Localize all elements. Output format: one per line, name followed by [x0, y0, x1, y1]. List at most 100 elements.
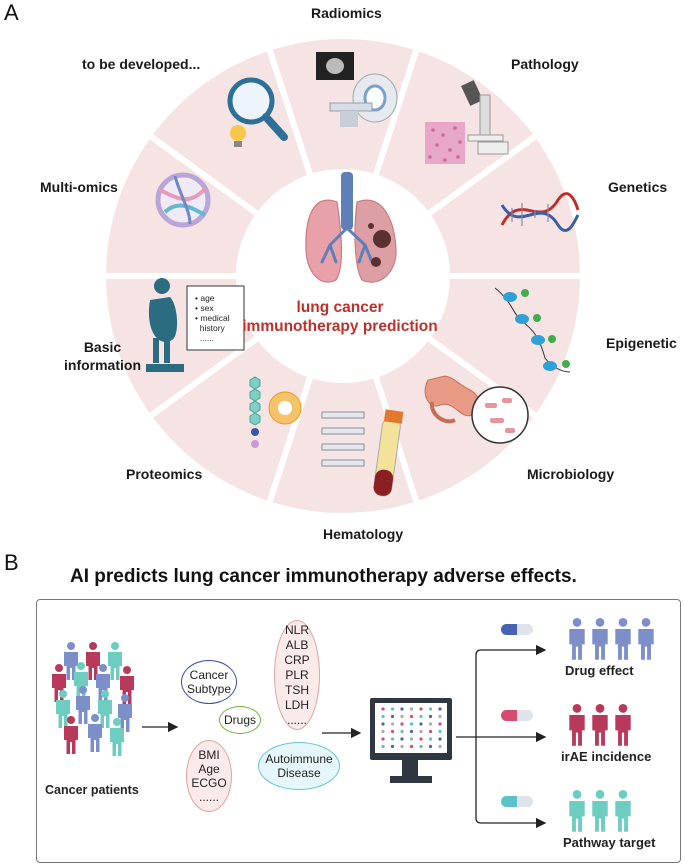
- arrow-to-pathway: [475, 737, 547, 829]
- cancer-subtype-line2: Subtype: [186, 682, 232, 696]
- person-scale-icon: [146, 278, 245, 372]
- network-node: [381, 707, 385, 711]
- drug-effect-figure: [638, 618, 654, 660]
- network-node: [400, 737, 404, 741]
- lab-crp: CRP: [284, 652, 310, 667]
- autoimmune-ellipse: Autoimmune Disease: [258, 742, 340, 790]
- label-basic-line1: Basic: [83, 339, 122, 355]
- clinical-age: Age: [198, 762, 220, 776]
- autoimmune-line2: Disease: [277, 766, 321, 780]
- center-title: lung cancer immunotherapy prediction: [240, 298, 440, 336]
- patient-figure: [118, 694, 132, 732]
- patient-figure: [64, 716, 78, 754]
- clinical-ecgo: ECGO: [191, 776, 227, 790]
- lab-tsh: TSH: [285, 682, 309, 697]
- drugs-label: Drugs: [223, 713, 256, 727]
- network-node: [381, 729, 385, 734]
- center-disc: [240, 173, 446, 379]
- irae-figure: [592, 704, 608, 746]
- label-to-be-developed: to be developed...: [82, 56, 201, 72]
- card-item-history: history: [199, 323, 225, 333]
- pill-blue-icon: [501, 624, 533, 635]
- network-node: [381, 714, 385, 719]
- patients-label: Cancer patients: [45, 783, 139, 797]
- card-item-sex: • sex: [195, 303, 214, 313]
- network-node: [438, 707, 442, 711]
- patient-figure: [56, 690, 70, 728]
- card-item-age: • age: [195, 293, 215, 303]
- network-node: [390, 737, 395, 741]
- lab-nlr: NLR: [284, 622, 309, 637]
- magnifier-icon: [227, 77, 288, 147]
- clinical-ellipse: BMI Age ECGO ......: [186, 740, 232, 812]
- patient-figure: [86, 642, 100, 680]
- patient-figure: [98, 690, 112, 728]
- label-hematology: Hematology: [323, 526, 404, 542]
- network-node: [381, 722, 385, 726]
- drug-effect-figure: [569, 618, 585, 660]
- pill-red-icon: [501, 710, 533, 721]
- arrow-to-drug-effect: [475, 644, 547, 737]
- network-node: [428, 722, 433, 726]
- pathway-figure: [615, 790, 631, 832]
- patient-figure: [88, 714, 102, 752]
- outcome-irae-label: irAE incidence: [561, 749, 652, 764]
- network-node: [390, 729, 395, 734]
- drugs-ellipse: Drugs: [219, 706, 261, 734]
- network-node: [428, 729, 433, 734]
- network-node: [400, 744, 404, 749]
- network-node: [419, 714, 423, 719]
- panel-a-letter: A: [4, 0, 19, 25]
- network-node: [428, 714, 433, 719]
- network-node: [419, 722, 423, 726]
- patient-figure: [108, 642, 122, 680]
- outcome-drug-effect-label: Drug effect: [565, 663, 634, 678]
- radial-wheel: [103, 35, 583, 517]
- nucleosome-icon: [494, 287, 571, 373]
- network-node: [400, 714, 404, 719]
- label-epigenetic: Epigenetic: [606, 335, 677, 351]
- outcome-pathway-label: Pathway target: [563, 835, 656, 850]
- pill-teal-icon: [501, 796, 533, 807]
- network-node: [428, 707, 433, 711]
- network-node: [390, 707, 395, 711]
- network-node: [438, 737, 442, 741]
- network-node: [390, 714, 395, 719]
- autoimmune-line1: Autoimmune: [265, 752, 333, 766]
- microscope-icon: [425, 80, 509, 164]
- pathway-figure: [569, 790, 585, 832]
- lab-plr: PLR: [285, 667, 309, 682]
- network-node: [409, 737, 414, 741]
- network-node: [428, 744, 433, 749]
- patient-figure: [110, 718, 124, 756]
- network-node: [390, 722, 395, 726]
- lab-ellipsis: ......: [286, 712, 307, 727]
- network-node: [400, 729, 404, 734]
- card-item-medical: • medical: [195, 313, 230, 323]
- label-basic-information: Basic information: [64, 338, 141, 374]
- panel-b-frame: [36, 599, 681, 863]
- network-node: [409, 744, 414, 749]
- label-genetics: Genetics: [608, 179, 668, 195]
- irae-figure: [569, 704, 585, 746]
- network-node: [409, 729, 414, 734]
- clinical-ellipsis: ......: [198, 790, 219, 804]
- label-pathology: Pathology: [511, 56, 579, 72]
- center-title-line1: lung cancer: [296, 299, 384, 316]
- card-ellipsis: ......: [199, 333, 214, 343]
- patient-figure: [76, 686, 90, 724]
- center-title-line2: immunotherapy prediction: [242, 318, 438, 335]
- label-radiomics: Radiomics: [311, 5, 382, 21]
- lungs-icon: [305, 172, 397, 283]
- intestine-icon: [424, 375, 529, 444]
- panel-b-letter: B: [4, 550, 19, 575]
- network-node: [419, 744, 423, 749]
- irae-figure: [615, 704, 631, 746]
- computer-icon: [370, 698, 452, 783]
- drug-effect-figure: [615, 618, 631, 660]
- lab-ldh: LDH: [284, 697, 309, 712]
- panel-b-graphics: [142, 618, 654, 832]
- labs-ellipse: NLR ALB CRP PLR TSH LDH ......: [274, 620, 320, 730]
- blood-tube-icon: [321, 409, 404, 497]
- network-node: [409, 714, 414, 719]
